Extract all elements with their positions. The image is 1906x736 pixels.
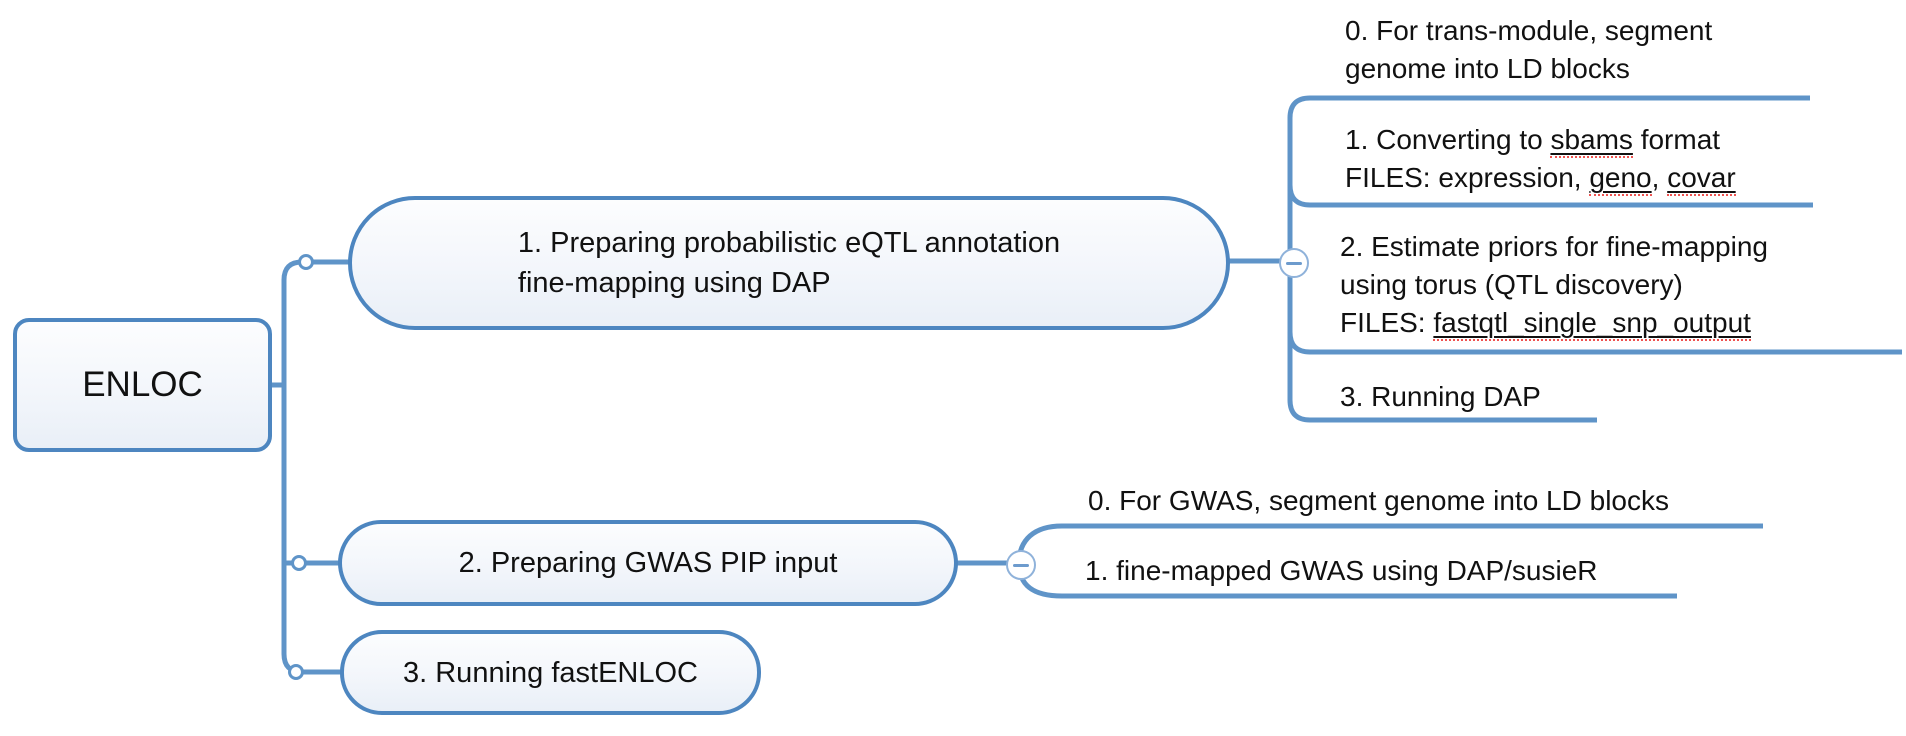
topic-label: 1. Preparing probabilistic eQTL annotati… (517, 227, 1061, 299)
branch1-child0-line (1287, 95, 1810, 119)
minus-icon (1286, 261, 1302, 265)
topic-preparing-gwas-pip-input[interactable]: 2. Preparing GWAS PIP input (338, 520, 958, 606)
branch1-connector (281, 259, 350, 281)
subtopic-gwas-segment-ld-blocks[interactable]: 0. For GWAS, segment genome into LD bloc… (1088, 485, 1669, 516)
topic-label: 3. Running fastENLOC (403, 656, 698, 689)
branch1-child1-line (1287, 184, 1813, 208)
branch1-child3-line (1287, 399, 1597, 423)
subtopic-estimate-priors-torus[interactable]: 2. Estimate priors for fine-mapping usin… (1340, 228, 1768, 342)
branch2-collapse-button[interactable] (1006, 550, 1036, 580)
branch1-junction-dot (298, 254, 314, 270)
root-topic-label: ENLOC (82, 365, 203, 404)
minus-icon (1013, 563, 1029, 567)
subtopic-running-dap[interactable]: 3. Running DAP (1340, 381, 1541, 412)
root-topic-enloc[interactable]: ENLOC (13, 318, 272, 452)
topic-preparing-eqtl-annotation[interactable]: 1. Preparing probabilistic eQTL annotati… (348, 196, 1230, 330)
branch1-collapse-button[interactable] (1279, 248, 1309, 278)
topic-label: 2. Preparing GWAS PIP input (458, 547, 838, 579)
branch2-junction-dot (291, 555, 307, 571)
subtopic-converting-sbams[interactable]: 1. Converting to sbams format FILES: exp… (1345, 121, 1736, 197)
branch3-junction-dot (288, 664, 304, 680)
branch1-child2-line (1287, 331, 1902, 355)
topic-running-fastenloc[interactable]: 3. Running fastENLOC (340, 630, 761, 715)
subtopic-trans-module-ld-blocks[interactable]: 0. For trans-module, segment genome into… (1345, 15, 1713, 84)
subtopic-fine-mapped-gwas[interactable]: 1. fine-mapped GWAS using DAP/susieR (1085, 555, 1598, 586)
